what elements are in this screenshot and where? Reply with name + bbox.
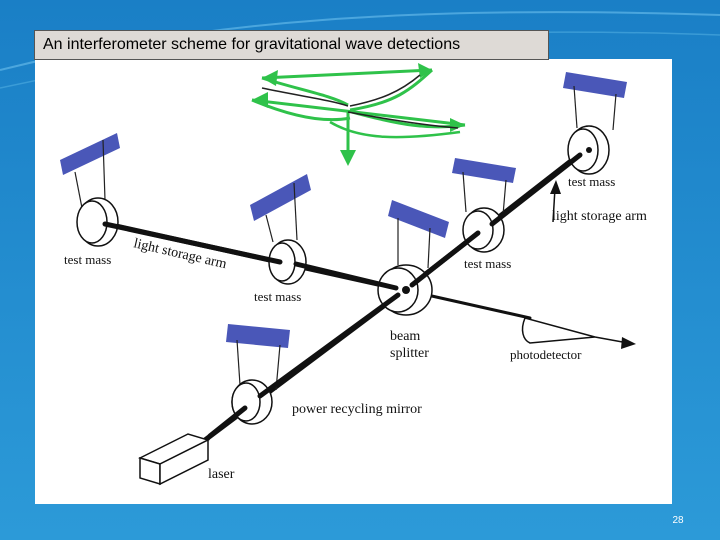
label-test-mass-center: test mass — [254, 289, 301, 304]
label-test-mass-right-upper: test mass — [568, 174, 615, 189]
slide-title: An interferometer scheme for gravitation… — [34, 30, 549, 60]
light-beams — [95, 147, 588, 443]
mirror-panel-center — [250, 174, 311, 221]
mirror-panel-right-upper — [563, 72, 627, 98]
mirror-panel-beamsplitter — [388, 200, 449, 238]
mirror-panel-recycling — [226, 324, 290, 348]
label-arm-right: light storage arm — [552, 209, 647, 224]
label-recycling-mirror: power recycling mirror — [292, 402, 422, 417]
mirror-mounts — [60, 72, 627, 391]
photodetector-arrowhead-icon — [621, 337, 636, 349]
page-number: 28 — [672, 515, 684, 526]
photodetector-icon — [521, 317, 596, 344]
recycling-mirror-icon — [231, 379, 273, 425]
laser-icon — [137, 433, 211, 486]
label-test-mass-left: test mass — [64, 252, 111, 267]
arm-right-arrowhead-icon — [550, 180, 561, 194]
interferometer-diagram: test mass light storage arm test mass te… — [60, 63, 647, 486]
label-test-mass-right-lower: test mass — [464, 256, 511, 271]
beam-overlay — [102, 152, 583, 439]
diagram-panel: test mass light storage arm test mass te… — [35, 59, 672, 504]
wave-lines — [261, 74, 459, 129]
label-beam-splitter-line2: splitter — [390, 346, 429, 361]
label-beam-splitter-line1: beam — [390, 329, 420, 344]
label-laser: laser — [208, 467, 235, 482]
mirror-panel-right-lower — [452, 158, 516, 183]
gravitational-wave-icon — [251, 63, 466, 166]
test-mass-left-icon — [76, 197, 119, 247]
mirror-panel-left — [60, 133, 120, 175]
label-photodetector: photodetector — [510, 347, 582, 362]
test-mass-right-lower-icon — [462, 207, 505, 253]
